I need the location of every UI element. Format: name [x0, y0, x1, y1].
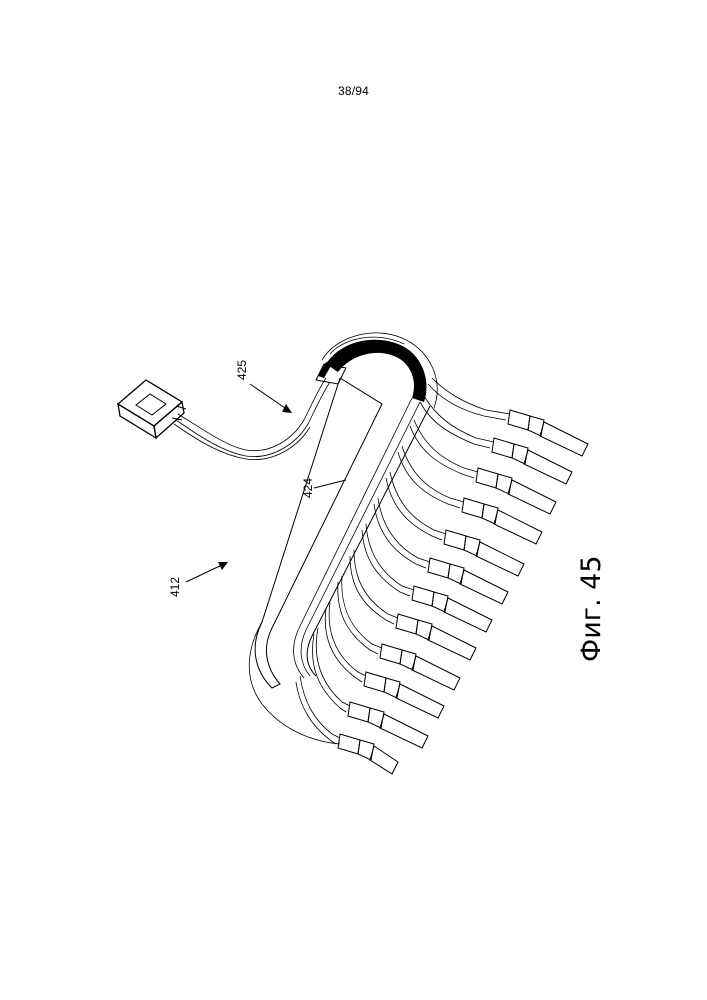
figure-label: Фиг. 45 — [576, 556, 607, 663]
trunk-outline — [249, 378, 430, 744]
breakout-legs — [296, 378, 588, 774]
breakout-leg — [428, 378, 588, 456]
lead-cable — [174, 378, 330, 460]
breakout-leg — [296, 676, 398, 774]
mpo-connector — [118, 380, 186, 438]
leader-412 — [186, 562, 228, 582]
breakout-leg — [362, 524, 492, 632]
ref-425: 425 — [235, 360, 249, 380]
ref-412: 412 — [168, 577, 182, 597]
breakout-leg — [410, 420, 556, 514]
leader-425 — [250, 384, 292, 413]
breakout-leg — [338, 576, 460, 690]
ref-424: 424 — [301, 478, 315, 498]
fiber-bundle-bend — [322, 333, 437, 408]
breakout-leg — [386, 472, 524, 576]
